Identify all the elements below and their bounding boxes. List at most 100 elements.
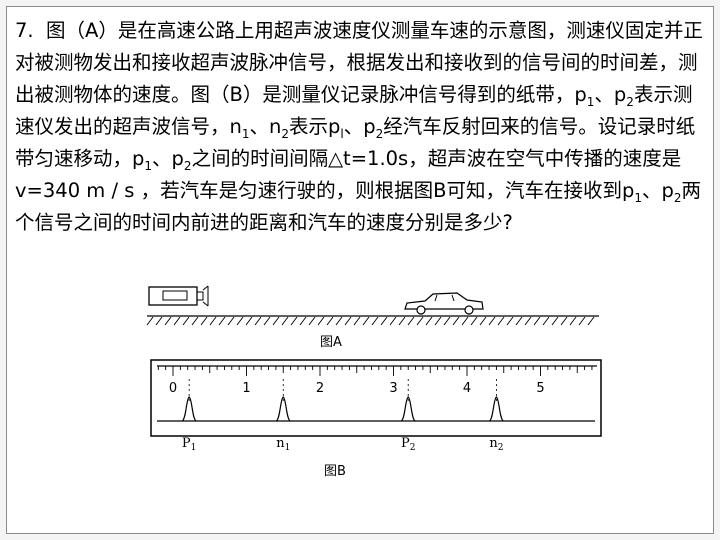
road-hatch-line <box>200 316 208 326</box>
road-hatch-line <box>209 316 217 326</box>
road-hatch-line <box>488 316 496 326</box>
road-hatch-line <box>560 316 568 326</box>
road-hatch-line <box>290 316 298 326</box>
road-hatch-line <box>308 316 316 326</box>
speed-meter-device <box>148 285 209 307</box>
road <box>146 315 599 326</box>
subscript: l <box>340 126 344 141</box>
subscript: 1 <box>241 126 250 141</box>
road-hatch-line <box>272 316 280 326</box>
road-hatch-line <box>353 316 361 326</box>
road-hatch-line <box>236 316 244 326</box>
road-hatch-line <box>551 316 559 326</box>
signal-label: n2 <box>489 436 503 453</box>
road-hatch-line <box>218 316 226 326</box>
problem-text-segment: 7. 图（A）是在高速公路上用超声波速度仪测量车速的示意图，测速仪固定并正对被测… <box>15 19 703 106</box>
problem-text-segment: 、p <box>152 147 184 170</box>
road-hatch-line <box>254 316 262 326</box>
signal-pulse <box>400 396 416 422</box>
figure-b: 0 1 2 3 4 5 P1 n1 P2 n2 图B <box>150 359 602 479</box>
ruler-label: 1 <box>242 381 250 396</box>
road-hatch-line <box>524 316 532 326</box>
problem-text-segment: 表示测速仪发出的超声波信号，n <box>15 83 693 138</box>
road-hatch-line <box>452 316 460 326</box>
road-hatch-line <box>173 316 181 326</box>
signal-labels: P1 n1 P2 n2 <box>182 436 504 453</box>
subscript: 2 <box>626 94 634 109</box>
road-hatch-line <box>146 316 154 326</box>
road-hatch-line <box>245 316 253 326</box>
ruler-label: 3 <box>389 381 397 396</box>
subscript: 1 <box>586 94 595 109</box>
signal-pulse <box>488 396 504 422</box>
road-hatch-line <box>569 316 577 326</box>
signal-label: P2 <box>401 436 415 453</box>
road-hatch-line <box>479 316 487 326</box>
ruler-labels: 0 1 2 3 4 5 <box>169 381 545 396</box>
subscript: 2 <box>183 158 192 173</box>
subscript: 2 <box>375 126 384 141</box>
paper-tape <box>150 359 602 437</box>
problem-text-segment: 表示p <box>289 115 341 138</box>
ruler-label: 2 <box>316 381 324 396</box>
problem-text-segment: 、p <box>343 115 376 138</box>
signal-pulses <box>181 379 504 422</box>
figure-a-caption: 图A <box>320 335 342 350</box>
road-hatch-line <box>515 316 523 326</box>
ruler <box>157 365 597 376</box>
road-hatch-line <box>263 316 271 326</box>
road-hatch-line <box>182 316 190 326</box>
ruler-label: 0 <box>169 381 177 396</box>
road-hatch-line <box>398 316 406 326</box>
problem-text: 7. 图（A）是在高速公路上用超声波速度仪测量车速的示意图，测速仪固定并正对被测… <box>15 15 705 239</box>
figure-b-caption: 图B <box>324 464 346 479</box>
subscript: 2 <box>673 190 682 205</box>
road-hatch-line <box>497 316 505 326</box>
ruler-label: 4 <box>463 381 471 396</box>
problem-text-segment: 、n <box>249 115 282 138</box>
road-hatch-line <box>299 316 307 326</box>
subscript: 2 <box>281 126 289 141</box>
subscript: 1 <box>634 190 643 205</box>
road-hatch-line <box>335 316 343 326</box>
figure-a: 图A <box>146 285 599 350</box>
road-hatch-line <box>461 316 469 326</box>
road-hatch-line <box>578 316 586 326</box>
road-hatch-line <box>380 316 388 326</box>
signal-label: n1 <box>276 436 290 453</box>
road-hatch-line <box>542 316 550 326</box>
road-hatch-line <box>533 316 541 326</box>
road-hatch-line <box>506 316 514 326</box>
road-hatch-line <box>371 316 379 326</box>
ruler-label: 5 <box>536 381 544 396</box>
road-hatch-line <box>470 316 478 326</box>
subscript: 1 <box>144 158 153 173</box>
car-icon <box>404 292 484 315</box>
road-hatch-line <box>191 316 199 326</box>
road-hatch-line <box>425 316 433 326</box>
road-hatch-line <box>326 316 334 326</box>
slide: 7. 图（A）是在高速公路上用超声波速度仪测量车速的示意图，测速仪固定并正对被测… <box>6 6 714 534</box>
road-hatch-line <box>416 316 424 326</box>
signal-pulse <box>275 396 291 422</box>
road-hatch-line <box>164 316 172 326</box>
road-hatch-line <box>317 316 325 326</box>
road-hatch-line <box>155 316 163 326</box>
road-hatch-line <box>362 316 370 326</box>
problem-text-segment: 、p <box>642 179 674 202</box>
signal-pulse <box>181 396 197 422</box>
problem-text-segment: 经汽车反射回来的信号。设记录时纸带匀速移动，p <box>15 115 696 170</box>
signal-label: P1 <box>182 436 196 453</box>
problem-text-segment: 两个信号之间的时间内前进的距离和汽车的速度分别是多少? <box>15 179 702 234</box>
problem-text-segment: 、p <box>594 83 627 106</box>
road-hatch-line <box>227 316 235 326</box>
problem-text-segment: 之间的时间间隔△t=1.0s，超声波在空气中传播的速度是v=340 m / s … <box>15 147 682 202</box>
road-hatch-line <box>281 316 289 326</box>
road-hatch-line <box>344 316 352 326</box>
road-hatch-line <box>443 316 451 326</box>
road-hatch-line <box>407 316 415 326</box>
figures-canvas: 图A 0 1 2 3 4 5 P1 n1 P2 n2 图B <box>146 285 602 479</box>
road-hatch-line <box>389 316 397 326</box>
road-hatch-line <box>587 316 595 326</box>
road-hatch-line <box>434 316 442 326</box>
